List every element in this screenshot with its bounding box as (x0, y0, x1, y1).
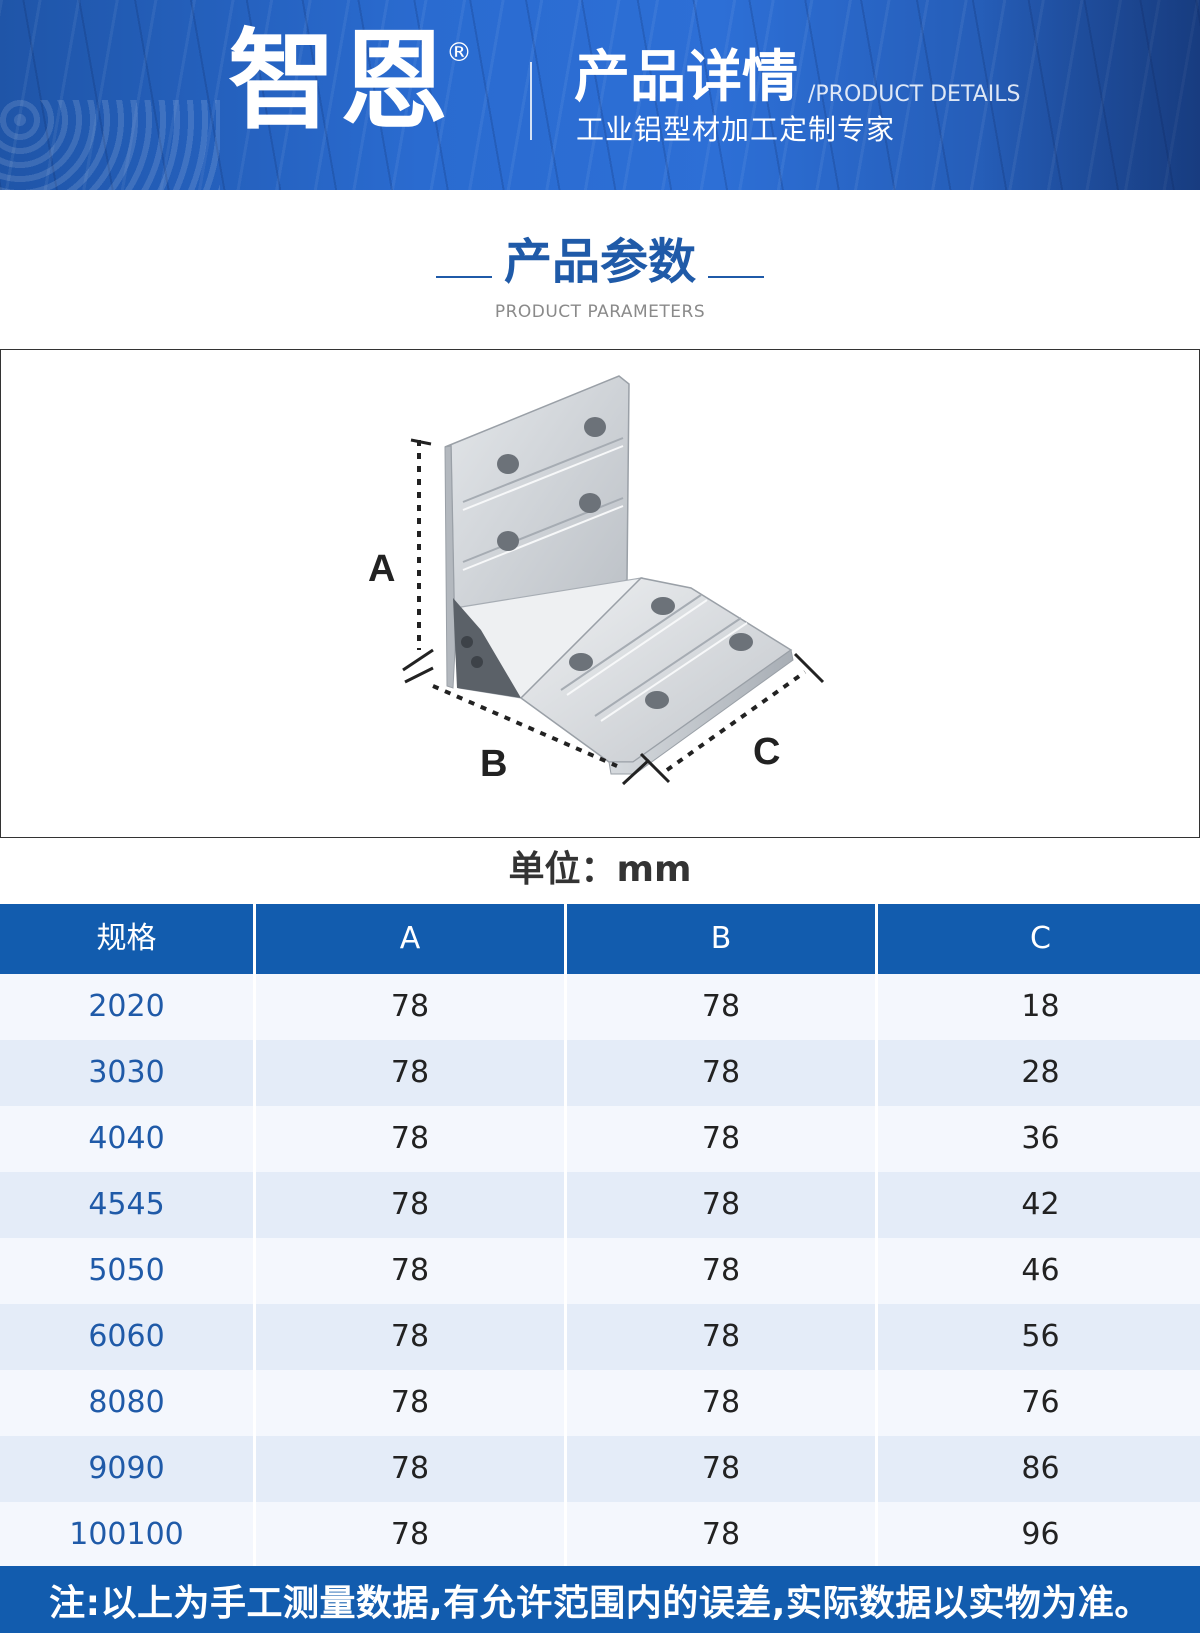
cell-c: 42 (1021, 1187, 1060, 1222)
cell-b: 78 (567, 1370, 878, 1436)
dimension-label-c: C (753, 731, 780, 773)
cell-c: 86 (1021, 1451, 1060, 1486)
cell-a: 78 (256, 974, 567, 1040)
cell-c: 56 (1021, 1319, 1060, 1354)
cell-c: 18 (1021, 989, 1060, 1024)
cell-c: 76 (1021, 1385, 1060, 1420)
banner-subtitle: 工业铝型材加工定制专家 (576, 113, 896, 146)
banner-title: 产品详情 (574, 45, 798, 110)
cell-b: 78 (567, 1172, 878, 1238)
cell-b: 78 (567, 1238, 878, 1304)
cell-c: 96 (1021, 1517, 1060, 1552)
section-title: 产品参数 (503, 234, 696, 290)
banner-title-en: /PRODUCT DETAILS (808, 82, 1021, 107)
cell-b: 78 (567, 1502, 878, 1568)
cell-spec: 100100 (0, 1502, 256, 1568)
table-header-row: 规格 A B C (0, 904, 1200, 974)
cell-spec: 9090 (0, 1436, 256, 1502)
cell-b: 78 (567, 1040, 878, 1106)
cell-a: 78 (256, 1304, 567, 1370)
cell-spec: 4545 (0, 1172, 256, 1238)
header-cell-b: B (567, 904, 878, 974)
cell-a: 78 (256, 1238, 567, 1304)
header-cell-a: A (256, 904, 567, 974)
cell-a: 78 (256, 1172, 567, 1238)
footer-note: 注:以上为手工测量数据,有允许范围内的误差,实际数据以实物为准。 (0, 1566, 1200, 1633)
cell-c: 28 (1021, 1055, 1060, 1090)
registered-mark: ® (446, 38, 472, 68)
header-cell-c: C (1030, 921, 1051, 956)
cell-spec: 3030 (0, 1040, 256, 1106)
cell-a: 78 (256, 1106, 567, 1172)
banner-shade (980, 0, 1200, 190)
cell-b: 78 (567, 1106, 878, 1172)
cell-spec: 2020 (0, 974, 256, 1040)
header-banner: 智恩 ® 产品详情 /PRODUCT DETAILS 工业铝型材加工定制专家 (0, 0, 1200, 190)
angle-bracket-diagram: A B C (368, 375, 825, 786)
section-title-line-right (708, 276, 764, 278)
banner-pipes-decoration (0, 100, 220, 190)
cell-a: 78 (256, 1502, 567, 1568)
dimension-label-a: A (368, 548, 395, 590)
header-cell-spec: 规格 (0, 904, 256, 974)
cell-c: 46 (1021, 1253, 1060, 1288)
banner-divider (530, 62, 532, 140)
vertical-plate (444, 375, 630, 689)
unit-label: 单位：mm (508, 849, 692, 890)
dimension-lines (402, 438, 825, 786)
cell-a: 78 (256, 1370, 567, 1436)
product-image-frame: A B C (0, 349, 1200, 838)
cell-spec: 5050 (0, 1238, 256, 1304)
cell-spec: 6060 (0, 1304, 256, 1370)
cell-b: 78 (567, 974, 878, 1040)
gusset-plate (453, 577, 643, 699)
cell-b: 78 (567, 1436, 878, 1502)
cell-spec: 4040 (0, 1106, 256, 1172)
cell-a: 78 (256, 1436, 567, 1502)
cell-b: 78 (567, 1304, 878, 1370)
brand-logo: 智恩 (228, 19, 453, 144)
section-subtitle: PRODUCT PARAMETERS (494, 302, 706, 322)
cell-a: 78 (256, 1040, 567, 1106)
horizontal-plate (519, 577, 794, 775)
cell-c: 36 (1021, 1121, 1060, 1156)
banner-background (0, 0, 1200, 190)
section-title-line-left (436, 276, 492, 278)
cell-spec: 8080 (0, 1370, 256, 1436)
dimension-label-b: B (480, 743, 507, 785)
